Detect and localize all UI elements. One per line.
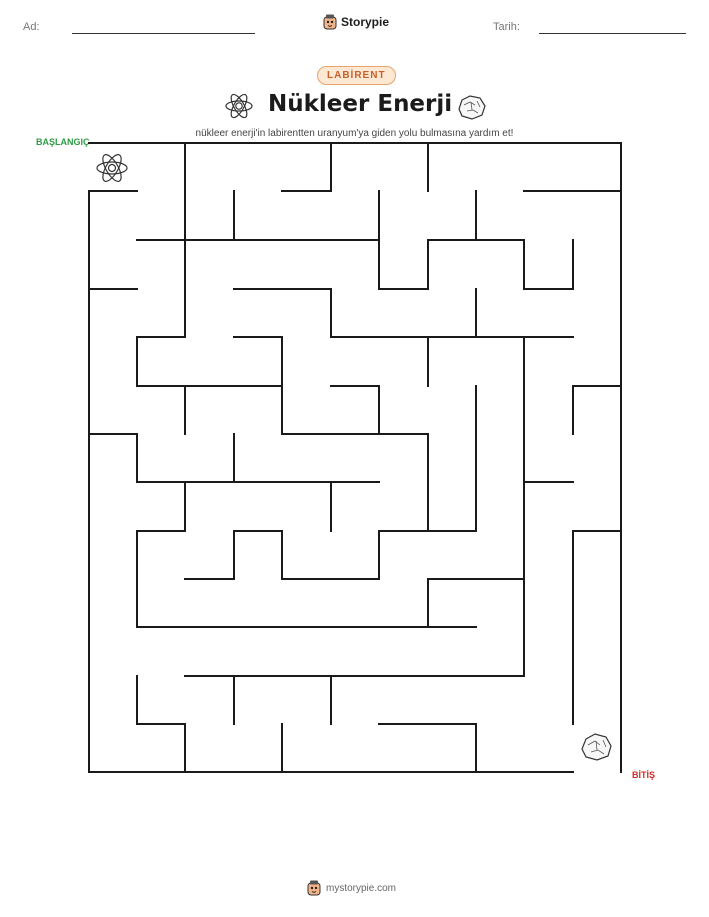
date-label: Tarih: — [493, 21, 520, 33]
finish-uranium-icon — [581, 733, 612, 761]
page-title: Nükleer Enerji — [268, 91, 453, 117]
footer-mascot-icon — [307, 880, 321, 896]
footer: mystorypie.com — [307, 880, 396, 896]
finish-label: BİTİŞ — [632, 770, 656, 780]
mascot-icon — [323, 14, 337, 30]
footer-url[interactable]: mystorypie.com — [326, 882, 397, 894]
name-label: Ad: — [23, 21, 40, 33]
labyrinth-badge: LABİRENT — [317, 66, 396, 85]
maze-walls — [88, 142, 622, 773]
uranium-rock-icon — [458, 95, 486, 120]
brand-name: Storypie — [341, 15, 390, 29]
start-label: BAŞLANGIÇ — [36, 137, 90, 147]
date-field[interactable] — [539, 33, 686, 34]
atom-icon — [225, 93, 253, 119]
brand-logo: Storypie — [323, 14, 389, 30]
name-field[interactable] — [72, 33, 255, 34]
instructions: nükleer enerji'in labirentten uranyum'ya… — [195, 128, 514, 139]
start-atom-icon — [96, 154, 128, 182]
